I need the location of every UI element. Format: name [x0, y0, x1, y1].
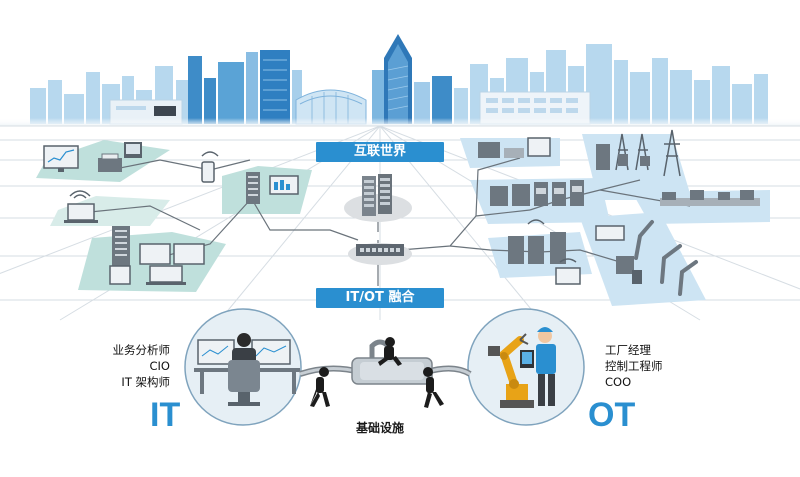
- it-label: IT: [150, 396, 181, 434]
- it-ot-fusion-banner: IT/OT 融合: [316, 288, 444, 308]
- network-switch: [348, 243, 412, 265]
- ot-factory-circle: [467, 308, 585, 426]
- internet-world-banner: 互联世界: [316, 142, 444, 162]
- ot-label: OT: [588, 396, 636, 434]
- ot-role-control-engineer: 控制工程师: [605, 359, 663, 373]
- ot-roles-list: 工厂经理 控制工程师 COO: [605, 342, 695, 390]
- worker-figures: [310, 337, 444, 408]
- it-role-business-analyst: 业务分析师: [112, 343, 171, 357]
- ot-role-plant-manager: 工厂经理: [605, 343, 651, 357]
- it-roles-list: 业务分析师 CIO IT 架构师: [96, 342, 171, 390]
- ot-devices: [478, 129, 760, 296]
- infrastructure-label: 基础设施: [355, 421, 404, 435]
- it-workstation-circle: [184, 308, 302, 426]
- central-server: [344, 174, 412, 222]
- it-devices: [43, 142, 299, 285]
- it-role-cio: CIO: [149, 359, 170, 373]
- it-role-architect: IT 架构师: [121, 375, 170, 389]
- city-skyline: [0, 34, 800, 126]
- ot-role-coo: COO: [605, 375, 632, 389]
